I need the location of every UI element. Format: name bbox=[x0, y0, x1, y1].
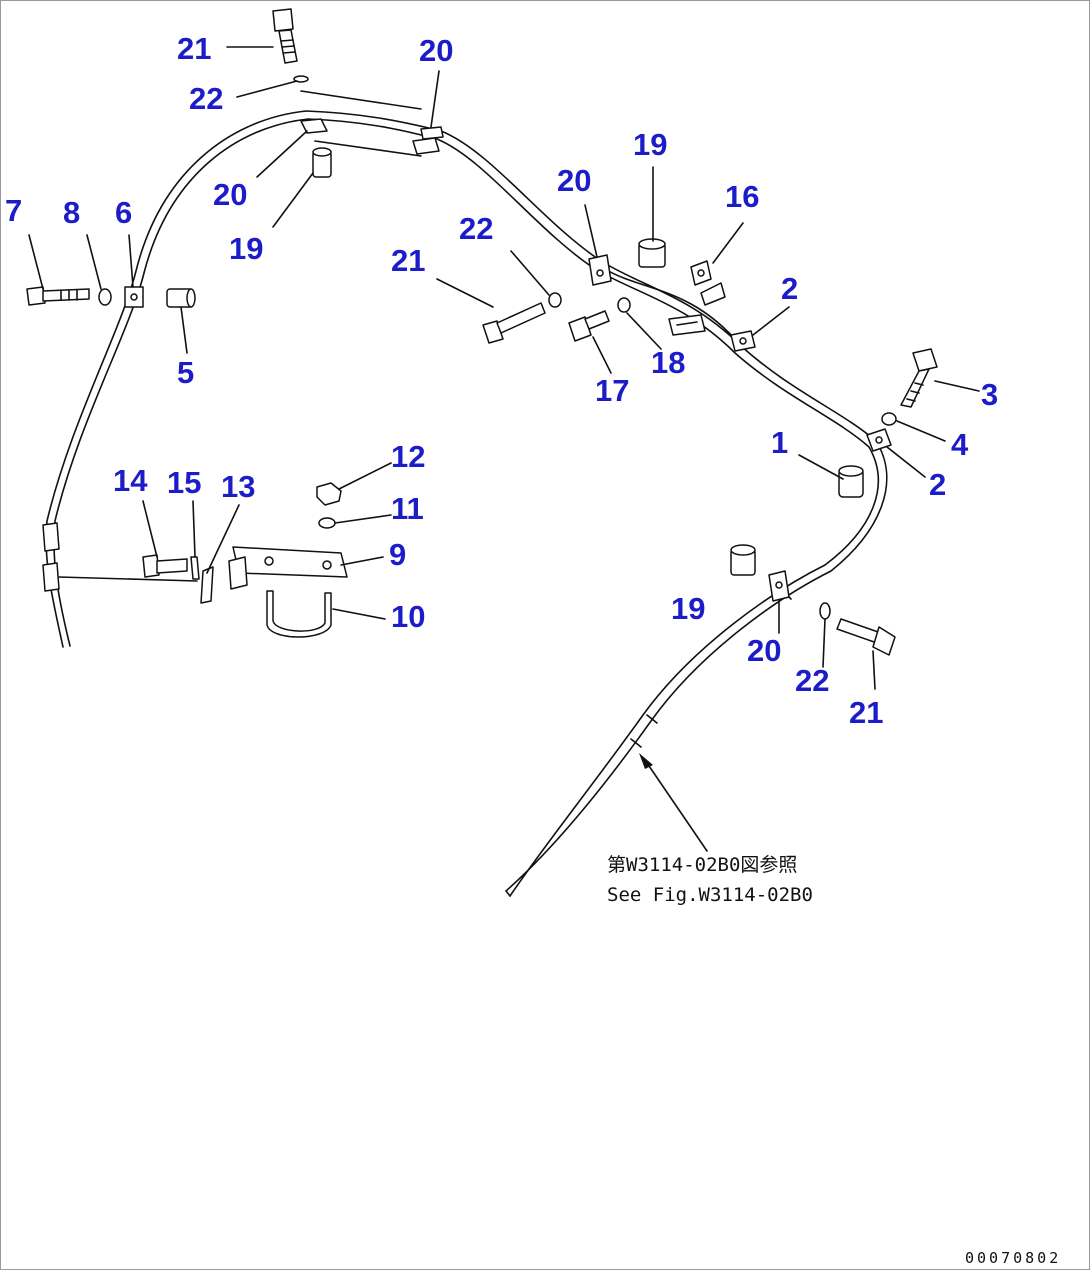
middle-clamp-assembly bbox=[482, 238, 756, 352]
clamp-2-lower bbox=[866, 428, 892, 452]
clamp-2-upper bbox=[730, 330, 756, 352]
bolt-17 bbox=[568, 310, 610, 342]
callout-10: 10 bbox=[391, 599, 425, 634]
washer-11 bbox=[318, 517, 336, 529]
callout-16: 16 bbox=[725, 179, 759, 214]
callout-20-lower: 20 bbox=[747, 633, 781, 668]
bolt-14 bbox=[142, 554, 188, 578]
callout-6: 6 bbox=[115, 195, 132, 230]
collar-19-top bbox=[312, 147, 332, 178]
document-number: 00070802 bbox=[965, 1249, 1061, 1267]
callout-2-lower: 2 bbox=[929, 467, 946, 502]
lower-right-clamp-assembly bbox=[730, 544, 896, 656]
bracket-9 bbox=[228, 546, 348, 590]
callout-4: 4 bbox=[951, 427, 969, 462]
callout-21-top: 21 bbox=[177, 31, 211, 66]
callout-20-mid: 20 bbox=[557, 163, 591, 198]
leader-lines bbox=[28, 46, 980, 852]
reference-note-jp: 第W3114-02B0図参照 bbox=[607, 854, 797, 876]
u-bolt-10 bbox=[266, 590, 332, 638]
callout-5: 5 bbox=[177, 355, 194, 390]
bolt-3 bbox=[900, 348, 938, 408]
callout-2-upper: 2 bbox=[781, 271, 798, 306]
callout-20-top: 20 bbox=[419, 33, 453, 68]
callout-7: 7 bbox=[5, 193, 22, 228]
bolt-7 bbox=[26, 286, 90, 306]
callout-11: 11 bbox=[391, 491, 424, 526]
collar-5 bbox=[166, 288, 196, 308]
callout-19-upper-left: 19 bbox=[229, 231, 263, 266]
collar-19-lower bbox=[730, 544, 756, 576]
clamp-6 bbox=[124, 286, 144, 308]
bracket-16 bbox=[690, 260, 726, 306]
left-clamp-assembly bbox=[26, 286, 196, 308]
upper-clamp-assembly bbox=[272, 8, 444, 178]
washer-22-lower bbox=[819, 602, 831, 620]
callout-15: 15 bbox=[167, 465, 201, 500]
washer-18 bbox=[617, 297, 631, 313]
reference-note-en: See Fig.W3114-02B0 bbox=[607, 884, 813, 906]
callout-19-lower: 19 bbox=[671, 591, 705, 626]
washer-22-mid bbox=[548, 292, 562, 308]
callout-3: 3 bbox=[981, 377, 998, 412]
callout-21-mid: 21 bbox=[391, 243, 425, 278]
callout-22-top: 22 bbox=[189, 81, 223, 116]
clamp-20-mid bbox=[588, 254, 612, 286]
reference-note: 第W3114-02B0図参照 See Fig.W3114-02B0 bbox=[607, 854, 813, 906]
callout-numbers: 21 22 20 20 19 7 8 6 5 19 20 22 21 16 2 … bbox=[5, 31, 998, 730]
clamp-20-lower bbox=[768, 570, 790, 602]
washer-8 bbox=[98, 288, 112, 306]
lower-left-assembly bbox=[42, 482, 348, 638]
clip-mid bbox=[668, 314, 706, 336]
bolt-21-mid bbox=[482, 302, 546, 344]
callout-21-lower: 21 bbox=[849, 695, 883, 730]
collar-19-mid bbox=[638, 238, 666, 268]
callout-8: 8 bbox=[63, 195, 80, 230]
washer-15 bbox=[190, 556, 200, 580]
callout-22-lower: 22 bbox=[795, 663, 829, 698]
callout-22-mid: 22 bbox=[459, 211, 493, 246]
nut-12 bbox=[316, 482, 342, 506]
callout-14: 14 bbox=[113, 463, 148, 498]
callout-20-upper-left: 20 bbox=[213, 177, 247, 212]
callout-12: 12 bbox=[391, 439, 425, 474]
callout-17: 17 bbox=[595, 373, 629, 408]
bolt-21-top bbox=[272, 8, 298, 64]
callout-13: 13 bbox=[221, 469, 255, 504]
right-clamp-assembly bbox=[838, 348, 938, 498]
bolt-21-lower bbox=[836, 618, 896, 656]
callout-9: 9 bbox=[389, 537, 406, 572]
callout-1: 1 bbox=[771, 425, 788, 460]
washer-4 bbox=[881, 412, 897, 426]
collar-1 bbox=[838, 465, 864, 498]
callout-18: 18 bbox=[651, 345, 685, 380]
callout-19-mid: 19 bbox=[633, 127, 667, 162]
